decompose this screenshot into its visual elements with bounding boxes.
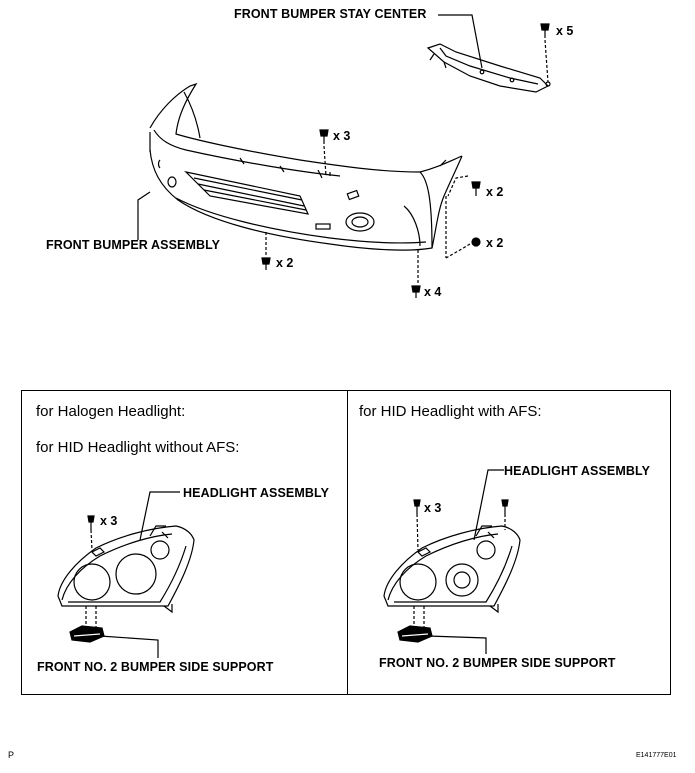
clip-icon [261, 257, 271, 270]
clip-icon [471, 237, 481, 247]
qty-bottom-left: x 2 [276, 256, 294, 270]
qty-stay-clips: x 5 [556, 24, 574, 38]
footer-left-mark: P [8, 750, 15, 760]
clip-icon [411, 285, 421, 298]
panel-hid-afs [347, 390, 671, 695]
qty-side-lower: x 2 [486, 236, 504, 250]
label-support-left: FRONT NO. 2 BUMPER SIDE SUPPORT [37, 660, 274, 674]
bumper-side-support-right-shape [397, 625, 433, 643]
label-bumper-assembly: FRONT BUMPER ASSEMBLY [46, 238, 221, 252]
label-headlight-left: HEADLIGHT ASSEMBLY [183, 486, 330, 500]
headlight-left-shape [57, 525, 195, 614]
clip-icon [319, 129, 329, 144]
qty-hl-left-bolts: x 3 [100, 514, 118, 528]
leader-support-right [427, 635, 487, 654]
qty-hl-right-bolts: x 3 [424, 501, 442, 515]
bolt-icon [413, 499, 421, 514]
front-bumper-assembly-shape [149, 82, 463, 251]
condition-hid-afs: for HID Headlight with AFS: [359, 403, 542, 420]
clip-icon [471, 181, 481, 196]
leader-support-left [99, 635, 159, 658]
bolt-icon [87, 515, 95, 530]
qty-side-upper: x 2 [486, 185, 504, 199]
leader-headlight-right [473, 469, 504, 541]
label-support-right: FRONT NO. 2 BUMPER SIDE SUPPORT [379, 656, 616, 670]
bumper-stay-center-shape [426, 43, 551, 93]
bumper-side-support-left-shape [69, 625, 105, 643]
bolt-icon [501, 499, 509, 514]
condition-halogen: for Halogen Headlight: [36, 403, 186, 420]
label-headlight-right: HEADLIGHT ASSEMBLY [504, 464, 651, 478]
leader-stay-center [438, 14, 483, 69]
headlight-right-shape [383, 525, 521, 614]
condition-hid-no-afs: for HID Headlight without AFS: [36, 439, 240, 456]
clip-icon [540, 23, 550, 38]
qty-bottom-right: x 4 [424, 285, 442, 299]
leader-headlight-left [139, 491, 180, 541]
figure-code: E141777E01 [636, 752, 677, 759]
leader-bumper-assembly [137, 191, 151, 240]
label-stay-center: FRONT BUMPER STAY CENTER [234, 7, 427, 21]
qty-top-clips: x 3 [333, 129, 351, 143]
